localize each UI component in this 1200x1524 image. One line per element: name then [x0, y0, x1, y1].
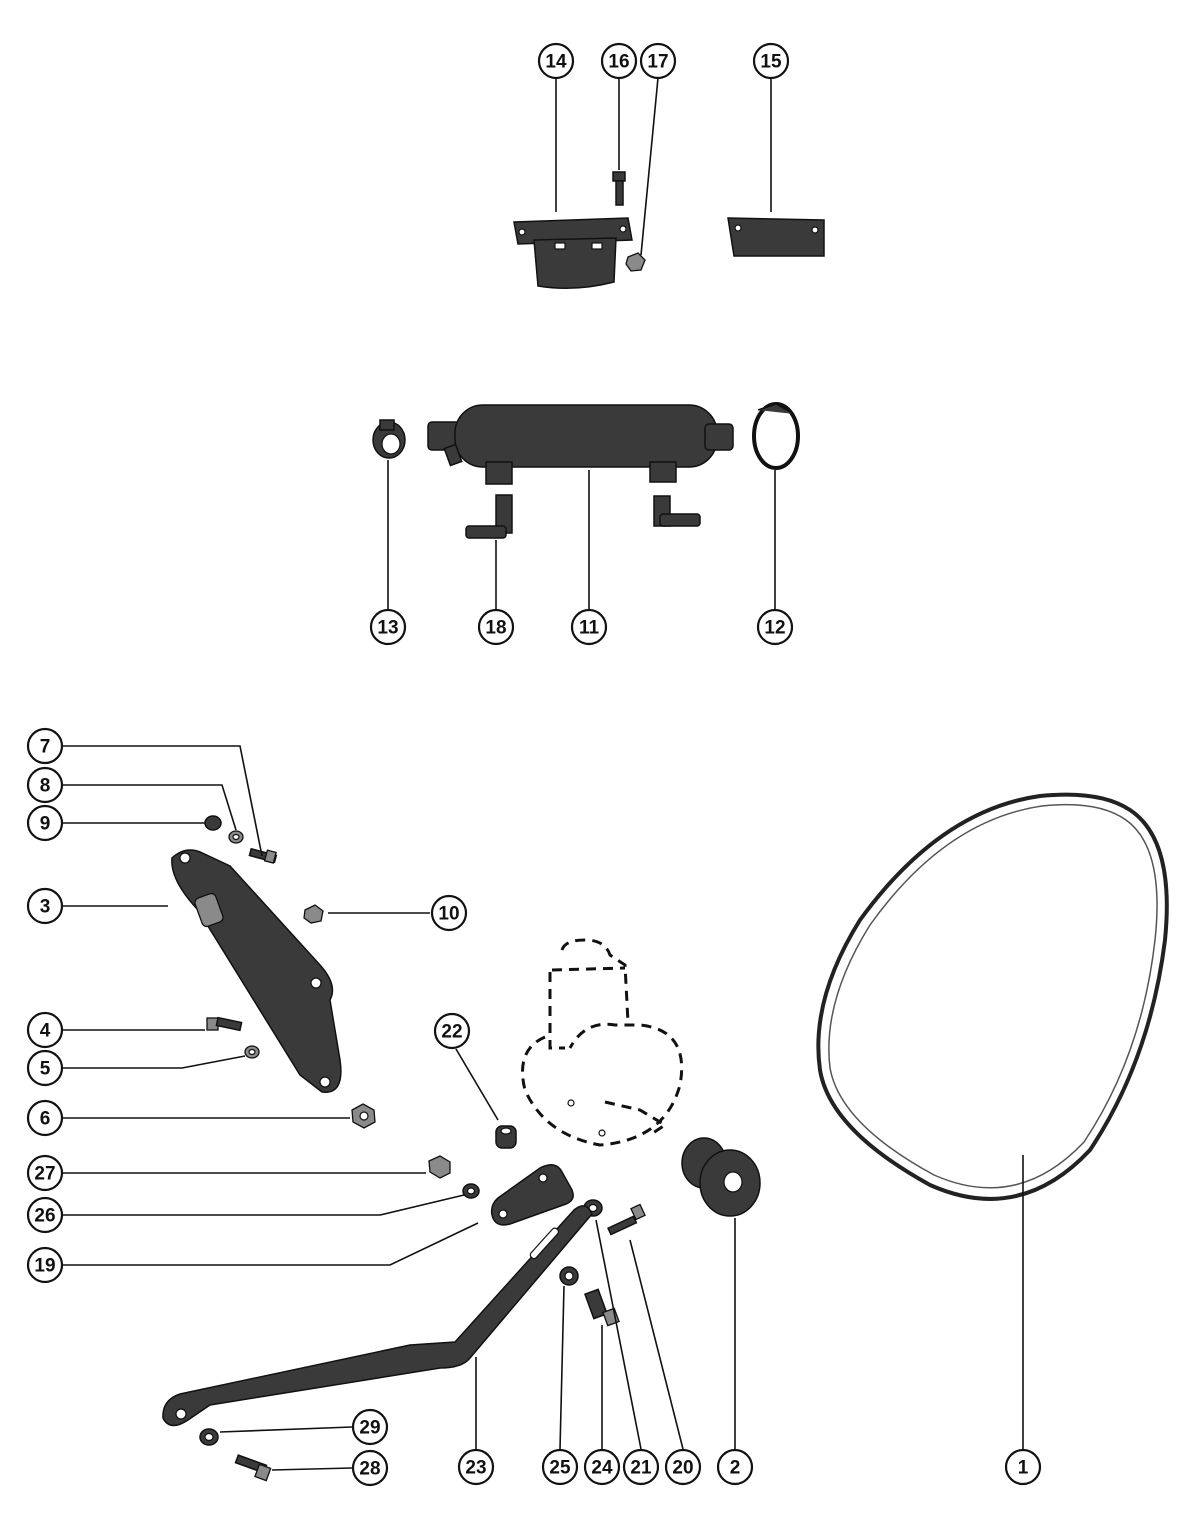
part-20-bolt	[607, 1203, 646, 1236]
part-5-washer	[244, 1045, 260, 1059]
part-17-nut	[625, 252, 646, 272]
callout-17-label: 17	[647, 52, 668, 73]
callout-12: 12	[756, 608, 794, 646]
callout-25: 25	[541, 1448, 579, 1486]
callout-17: 17	[639, 42, 677, 80]
callout-2: 2	[716, 1448, 754, 1486]
callout-15: 15	[752, 42, 790, 80]
callout-25-label: 25	[549, 1458, 571, 1479]
callout-5: 5	[26, 1049, 64, 1087]
callout-20-label: 20	[672, 1458, 693, 1479]
callout-8: 8	[26, 766, 64, 804]
callout-26: 26	[26, 1196, 64, 1234]
part-14-clamp-bracket	[513, 217, 633, 289]
callout-3: 3	[26, 887, 64, 925]
part-9-washer	[204, 815, 222, 831]
callout-13-label: 13	[377, 618, 398, 639]
callout-4: 4	[26, 1011, 64, 1049]
callout-10: 10	[430, 894, 468, 932]
part-26-lockwasher	[462, 1183, 480, 1199]
part-18-fitting-right	[653, 495, 701, 527]
part-29-lockwasher	[199, 1428, 219, 1446]
callout-18: 18	[477, 608, 515, 646]
callout-22-label: 22	[441, 1022, 462, 1043]
callout-1: 1	[1004, 1448, 1042, 1486]
part-1-belt	[816, 792, 1169, 1201]
part-22-spacer	[495, 1125, 517, 1149]
callout-7: 7	[26, 727, 64, 765]
callout-13: 13	[369, 608, 407, 646]
callout-6-label: 6	[40, 1109, 51, 1130]
callout-7-label: 7	[40, 737, 51, 758]
callout-3-label: 3	[40, 897, 51, 918]
part-12-hose-clamp	[752, 402, 800, 470]
callout-16-label: 16	[608, 52, 629, 73]
part-16-screw	[612, 171, 626, 206]
part-10-nut	[303, 904, 324, 924]
callout-14-label: 14	[545, 52, 567, 73]
part-8-washer	[228, 830, 244, 844]
callout-21: 21	[622, 1448, 660, 1486]
part-15-pad	[727, 217, 825, 257]
callout-16: 16	[600, 42, 638, 80]
callout-21-label: 21	[630, 1458, 652, 1479]
part-27-nut	[428, 1155, 451, 1179]
part-3-bracket	[171, 849, 342, 1093]
callout-11: 11	[570, 608, 608, 646]
callout-28-label: 28	[359, 1459, 380, 1480]
callout-15-label: 15	[760, 52, 782, 73]
callout-23-label: 23	[465, 1458, 486, 1479]
callout-24: 24	[583, 1448, 621, 1486]
callout-22: 22	[433, 1012, 471, 1050]
leader-lines	[63, 77, 1024, 1471]
part-25-washer	[559, 1266, 579, 1286]
callout-27: 27	[26, 1154, 64, 1192]
part-13-hose-clamp	[372, 419, 406, 459]
part-7-bolt	[248, 847, 278, 864]
part-23-adjusting-arm	[162, 1205, 593, 1427]
part-2-pulley	[681, 1137, 761, 1217]
callout-12-label: 12	[764, 618, 785, 639]
callout-5-label: 5	[40, 1059, 51, 1080]
callout-28: 28	[351, 1449, 389, 1487]
callout-2-label: 2	[730, 1458, 741, 1479]
callout-8-label: 8	[40, 776, 51, 797]
part-19-plate	[490, 1164, 574, 1226]
callout-9: 9	[26, 804, 64, 842]
callout-29: 29	[351, 1408, 389, 1446]
callout-10-label: 10	[438, 904, 459, 925]
callout-26-label: 26	[34, 1206, 55, 1227]
callout-6: 6	[26, 1099, 64, 1137]
callout-29-label: 29	[359, 1418, 380, 1439]
callout-19: 19	[26, 1246, 64, 1284]
ghost-engine-outline	[521, 938, 684, 1147]
callout-1-label: 1	[1018, 1458, 1029, 1479]
callout-9-label: 9	[40, 814, 51, 835]
part-4-bolt	[206, 1016, 243, 1032]
callout-24-label: 24	[591, 1458, 613, 1479]
callout-14: 14	[537, 42, 575, 80]
callout-20: 20	[664, 1448, 702, 1486]
part-6-nut	[351, 1103, 376, 1129]
part-28-bolt	[234, 1454, 272, 1482]
callout-18-label: 18	[485, 618, 506, 639]
callout-19-label: 19	[34, 1256, 55, 1277]
part-11-cooler	[427, 404, 734, 485]
callout-23: 23	[457, 1448, 495, 1486]
callout-11-label: 11	[579, 618, 600, 639]
callout-27-label: 27	[34, 1164, 55, 1185]
callout-4-label: 4	[40, 1021, 51, 1042]
part-18-fitting-left	[465, 494, 513, 539]
